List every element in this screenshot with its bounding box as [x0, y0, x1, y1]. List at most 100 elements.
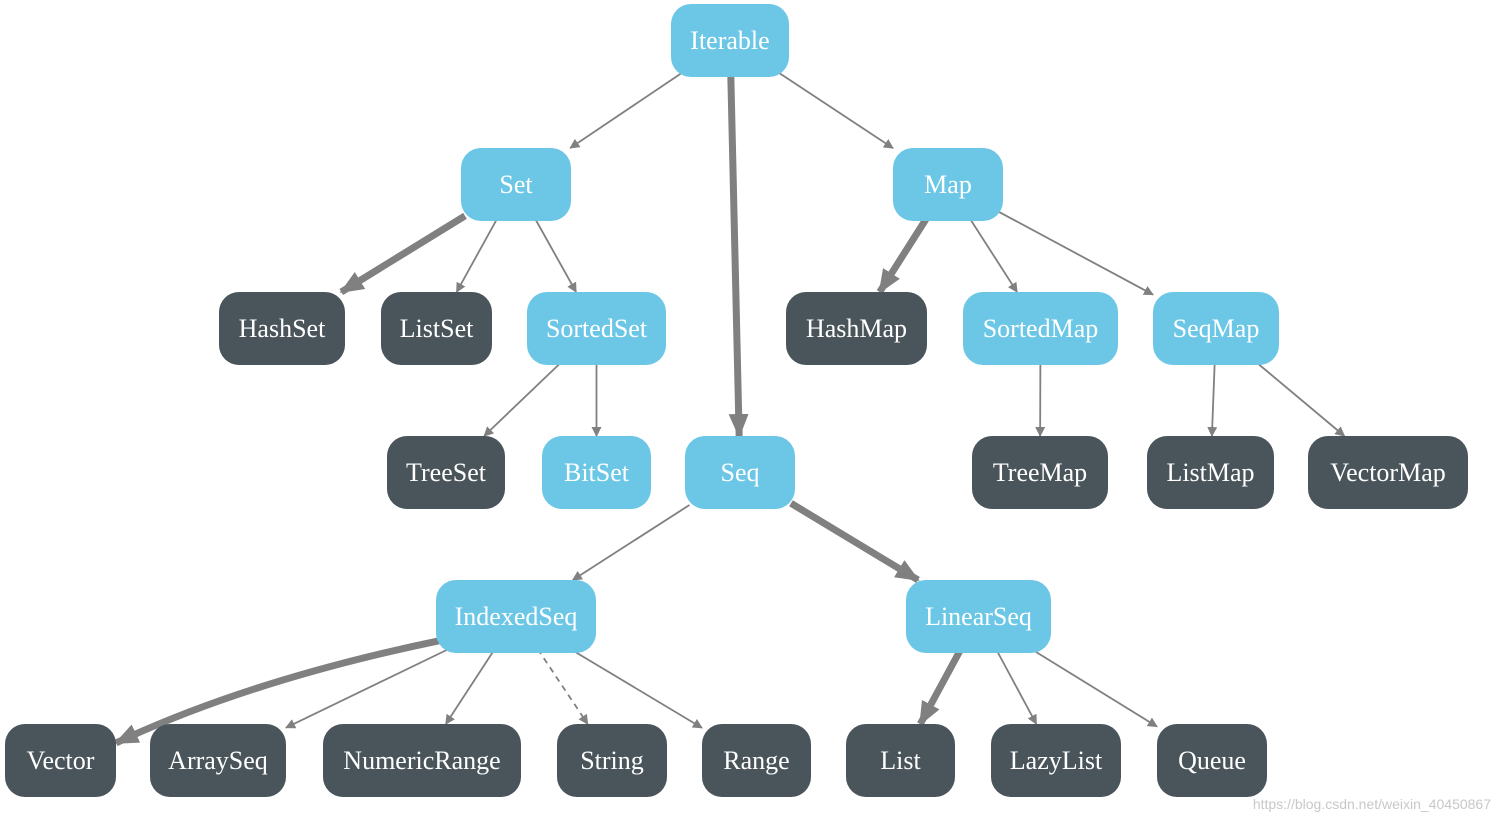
node-label-arrayseq: ArraySeq: [168, 746, 268, 775]
node-label-sortedset: SortedSet: [546, 314, 648, 343]
node-vector: Vector: [5, 724, 116, 797]
edge-linearseq-to-queue: [1030, 648, 1158, 728]
node-box-linearseq: [906, 580, 1051, 653]
node-list: List: [846, 724, 955, 797]
node-box-seqmap: [1153, 292, 1279, 365]
node-box-sortedset: [527, 292, 666, 365]
node-label-indexedseq: IndexedSeq: [455, 602, 578, 631]
node-seqmap: SeqMap: [1153, 292, 1279, 365]
node-map: Map: [893, 148, 1003, 221]
node-numericrange: NumericRange: [323, 724, 521, 797]
node-vectormap: VectorMap: [1308, 436, 1468, 509]
edge-indexedseq-to-range: [569, 648, 703, 729]
node-box-bitset: [542, 436, 651, 509]
node-label-treemap: TreeMap: [993, 458, 1087, 487]
node-box-sortedmap: [963, 292, 1118, 365]
node-label-string: String: [580, 746, 644, 775]
node-label-bitset: BitSet: [564, 458, 630, 487]
node-box-list: [846, 724, 955, 797]
node-seq: Seq: [685, 436, 795, 509]
node-hashset: HashSet: [219, 292, 345, 365]
edge-sortedset-to-treeset: [483, 360, 564, 437]
node-range: Range: [702, 724, 811, 797]
node-label-vectormap: VectorMap: [1330, 458, 1446, 487]
node-label-iterable: Iterable: [690, 26, 769, 55]
node-box-listmap: [1147, 436, 1274, 509]
node-label-hashmap: HashMap: [806, 314, 907, 343]
node-listmap: ListMap: [1147, 436, 1274, 509]
edges-layer: [114, 72, 1346, 747]
edge-indexedseq-to-arrayseq: [285, 648, 450, 729]
edge-indexedseq-to-vector: [114, 637, 441, 747]
node-box-numericrange: [323, 724, 521, 797]
edge-set-to-listset: [455, 216, 499, 293]
edge-map-to-hashmap: [876, 215, 931, 294]
node-label-sortedmap: SortedMap: [983, 314, 1099, 343]
node-box-range: [702, 724, 811, 797]
node-hashmap: HashMap: [786, 292, 927, 365]
node-box-indexedseq: [436, 580, 596, 653]
edge-indexedseq-to-string: [536, 648, 589, 725]
edge-seqmap-to-vectormap: [1254, 360, 1346, 437]
node-iterable: Iterable: [671, 4, 789, 77]
edge-iterable-to-seq: [727, 72, 749, 438]
node-label-map: Map: [924, 170, 972, 199]
edge-set-to-sortedset: [533, 216, 577, 293]
node-sortedmap: SortedMap: [963, 292, 1118, 365]
node-label-treeset: TreeSet: [406, 458, 487, 487]
node-label-seqmap: SeqMap: [1173, 314, 1260, 343]
node-box-vector: [5, 724, 116, 797]
watermark-text: https://blog.csdn.net/weixin_40450867: [1252, 796, 1491, 812]
edge-linearseq-to-list: [917, 647, 964, 726]
node-box-queue: [1157, 724, 1267, 797]
edge-iterable-to-map: [778, 72, 894, 149]
edge-seq-to-indexedseq: [571, 504, 690, 581]
node-sortedset: SortedSet: [527, 292, 666, 365]
node-linearseq: LinearSeq: [906, 580, 1051, 653]
node-box-iterable: [671, 4, 789, 77]
node-label-vector: Vector: [27, 746, 95, 775]
node-box-seq: [685, 436, 795, 509]
node-treeset: TreeSet: [387, 436, 505, 509]
node-indexedseq: IndexedSeq: [436, 580, 596, 653]
edge-indexedseq-to-numericrange: [445, 648, 496, 725]
edge-map-to-seqmap: [998, 211, 1154, 296]
node-label-set: Set: [499, 170, 533, 199]
node-treemap: TreeMap: [972, 436, 1108, 509]
node-label-seq: Seq: [721, 458, 760, 487]
edge-set-to-hashset: [339, 212, 467, 295]
node-queue: Queue: [1157, 724, 1267, 797]
node-box-arrayseq: [150, 724, 286, 797]
node-label-list: List: [880, 746, 921, 775]
node-listset: ListSet: [381, 292, 492, 365]
node-lazylist: LazyList: [991, 724, 1121, 797]
node-label-listset: ListSet: [400, 314, 474, 343]
node-arrayseq: ArraySeq: [150, 724, 286, 797]
node-label-listmap: ListMap: [1166, 458, 1254, 487]
node-label-queue: Queue: [1178, 746, 1246, 775]
node-set: Set: [461, 148, 571, 221]
node-box-treemap: [972, 436, 1108, 509]
node-box-vectormap: [1308, 436, 1468, 509]
edge-seq-to-linearseq: [789, 500, 920, 583]
node-label-linearseq: LinearSeq: [925, 602, 1032, 631]
node-box-map: [893, 148, 1003, 221]
node-string: String: [557, 724, 667, 797]
node-box-string: [557, 724, 667, 797]
edge-iterable-to-set: [569, 72, 683, 149]
edge-seqmap-to-listmap: [1207, 360, 1218, 437]
node-label-range: Range: [723, 746, 789, 775]
edge-linearseq-to-lazylist: [995, 648, 1038, 725]
node-box-hashset: [219, 292, 345, 365]
node-label-numericrange: NumericRange: [343, 746, 500, 775]
node-bitset: BitSet: [542, 436, 651, 509]
node-label-lazylist: LazyList: [1010, 746, 1103, 775]
node-box-lazylist: [991, 724, 1121, 797]
node-box-hashmap: [786, 292, 927, 365]
edge-map-to-sortedmap: [968, 216, 1018, 293]
node-box-treeset: [387, 436, 505, 509]
node-box-listset: [381, 292, 492, 365]
node-label-hashset: HashSet: [239, 314, 326, 343]
